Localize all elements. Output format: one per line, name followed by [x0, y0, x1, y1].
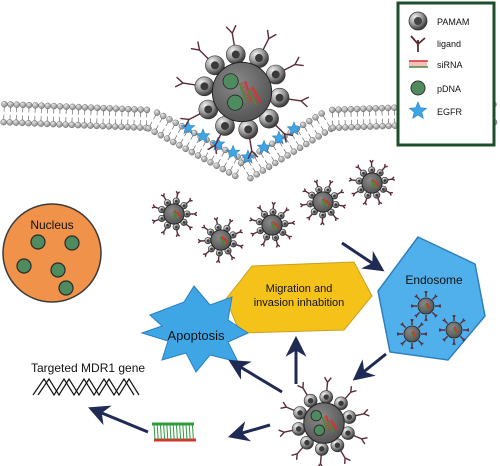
nucleus-label: Nucleus: [30, 218, 73, 232]
mdr1-strand-2: [37, 377, 140, 397]
legend-label-egfr: EGFR: [437, 107, 463, 117]
egfr-receptors: [180, 119, 302, 164]
apoptosis-label: Apoptosis: [167, 328, 225, 343]
mdr1-gene: Targeted MDR1 gene: [31, 361, 145, 397]
legend-item-sirna: siRNA: [409, 60, 463, 70]
legend-item-pdna: pDNA: [410, 80, 461, 96]
pamam-dendrimer-bottom: [278, 376, 370, 466]
egfr-star: [256, 139, 272, 154]
legend-item-egfr: EGFR: [408, 101, 463, 119]
pathway-arrows: [88, 241, 387, 442]
mdr1-label: Targeted MDR1 gene: [31, 361, 145, 375]
legend-label-ligand: ligand: [437, 39, 461, 49]
pamam-dendrimer-small: [197, 217, 244, 264]
migration-label-line1: Migration and: [266, 283, 333, 295]
arrow-to-mdr1: [88, 405, 149, 434]
pamam-dendrimer-small: [348, 159, 396, 206]
egfr-star-icon: [408, 101, 428, 119]
pamam-dendrimer-released: [278, 376, 370, 466]
internalized-dendrimers: [151, 159, 396, 264]
endosome-dendrimer: [410, 290, 442, 322]
pdna-icon: [410, 80, 426, 96]
arrow-to-apoptosis: [228, 359, 283, 394]
pamam-dendrimer-small: [249, 201, 296, 248]
pdna-particle: [16, 258, 32, 274]
arrow-endosome-to-release: [352, 352, 387, 381]
pamam-dendrimer-small: [299, 179, 347, 226]
endosome-dendrimer: [438, 314, 470, 346]
egfr-star: [225, 144, 241, 159]
pamam-dendrimer-top: [174, 24, 310, 160]
pamam-dendrimer-small: [151, 190, 198, 238]
migration-label-line2: invasion inhabition: [254, 297, 345, 309]
endosome-label: Endosome: [405, 273, 463, 287]
arrow-to-endosome: [341, 241, 385, 272]
pdna-particle: [30, 234, 46, 250]
endosome: Endosome: [377, 236, 486, 361]
pdna-particle: [50, 262, 66, 278]
sirna-icon: [409, 60, 428, 68]
sirna-duplex: [152, 422, 196, 442]
legend-label-pamam: PAMAM: [437, 17, 469, 27]
legend-item-pamam: PAMAM: [408, 11, 469, 31]
nucleus: Nucleus: [2, 203, 102, 303]
legend-label-sirna: siRNA: [437, 60, 463, 70]
legend: PAMAM ligand siRNA pDNA EGFR: [396, 1, 496, 147]
pamam-sphere-icon: [408, 11, 428, 31]
arrow-to-sirna: [227, 421, 271, 442]
pdna-particle: [58, 280, 74, 296]
mdr1-strand-1: [32, 377, 135, 397]
egfr-star: [180, 119, 196, 135]
egfr-star: [240, 149, 256, 164]
ligand-icon: [410, 35, 426, 52]
egfr-star: [210, 136, 226, 151]
legend-item-ligand: ligand: [410, 35, 461, 52]
nucleus-pdna: [16, 234, 80, 296]
migration-inhibition-badge: Migration and invasion inhabition: [225, 261, 373, 334]
apoptosis-burst: Apoptosis: [140, 285, 250, 373]
egfr-star: [271, 130, 287, 145]
endosome-dendrimer: [396, 318, 428, 350]
egfr-star: [195, 128, 211, 143]
pamam-dendrimer-large: [174, 24, 310, 160]
pdna-particle: [64, 235, 80, 251]
egfr-star: [286, 121, 302, 136]
legend-label-pdna: pDNA: [437, 84, 461, 94]
